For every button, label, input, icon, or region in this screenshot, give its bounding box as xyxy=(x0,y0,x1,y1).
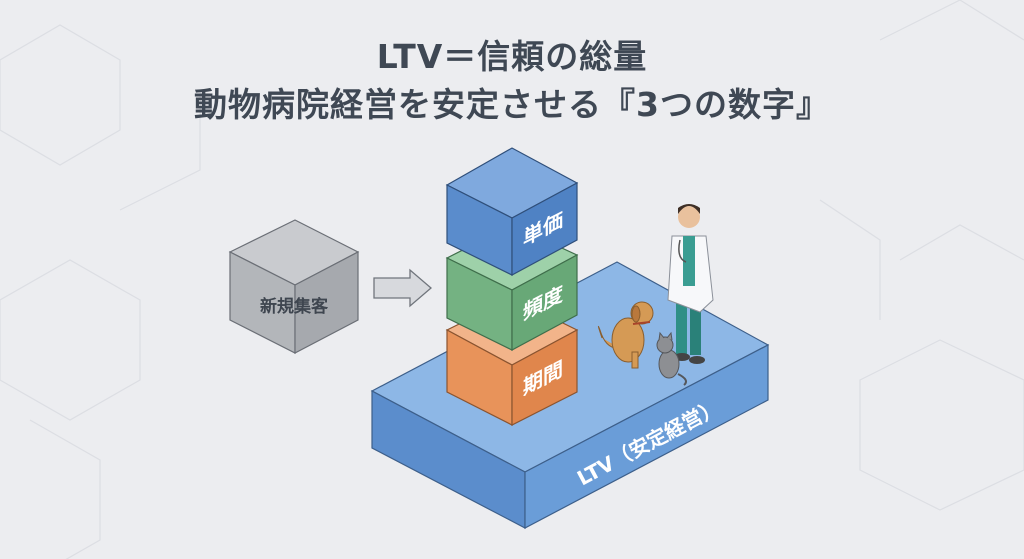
new-customers-label: 新規集客 xyxy=(260,296,329,317)
veterinarian-figure xyxy=(667,204,714,364)
dog-figure xyxy=(597,301,654,369)
title-line-2: 動物病院経営を安定させる『3つの数字』 xyxy=(194,85,830,124)
cube-unit-price xyxy=(445,147,579,277)
new-customers-cube xyxy=(228,219,360,354)
title-line-1: LTV＝信頼の総量 xyxy=(376,37,648,76)
arrow-icon xyxy=(373,268,432,308)
cat-figure xyxy=(656,331,687,386)
